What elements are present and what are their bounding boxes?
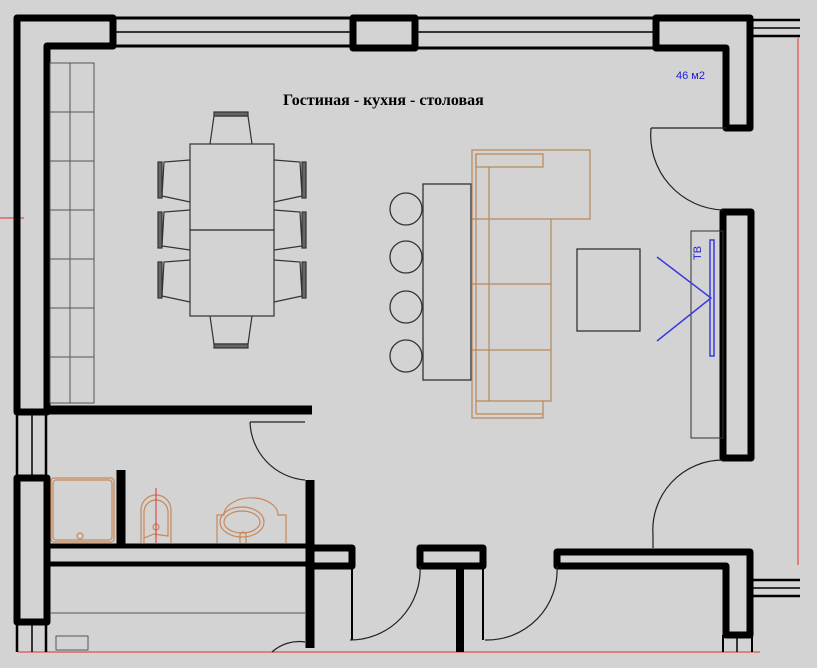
- washbasin: [216, 497, 287, 543]
- walls: [13, 14, 800, 652]
- corner-sofa: [471, 149, 591, 419]
- tv-label: ТВ: [692, 245, 704, 260]
- dining-table: [157, 111, 307, 349]
- bar-counter: [389, 183, 472, 381]
- room-title: Гостиная - кухня - столовая: [283, 92, 484, 109]
- shower-tray: [50, 477, 115, 543]
- coffee-table: [576, 248, 641, 332]
- dimension-lines: [0, 38, 799, 653]
- kitchen-counter: [49, 62, 95, 404]
- door-swings: [249, 127, 726, 653]
- area-label: 46 м2: [676, 70, 705, 82]
- bathroom-fixtures: [50, 477, 287, 543]
- tv-unit: [656, 230, 724, 439]
